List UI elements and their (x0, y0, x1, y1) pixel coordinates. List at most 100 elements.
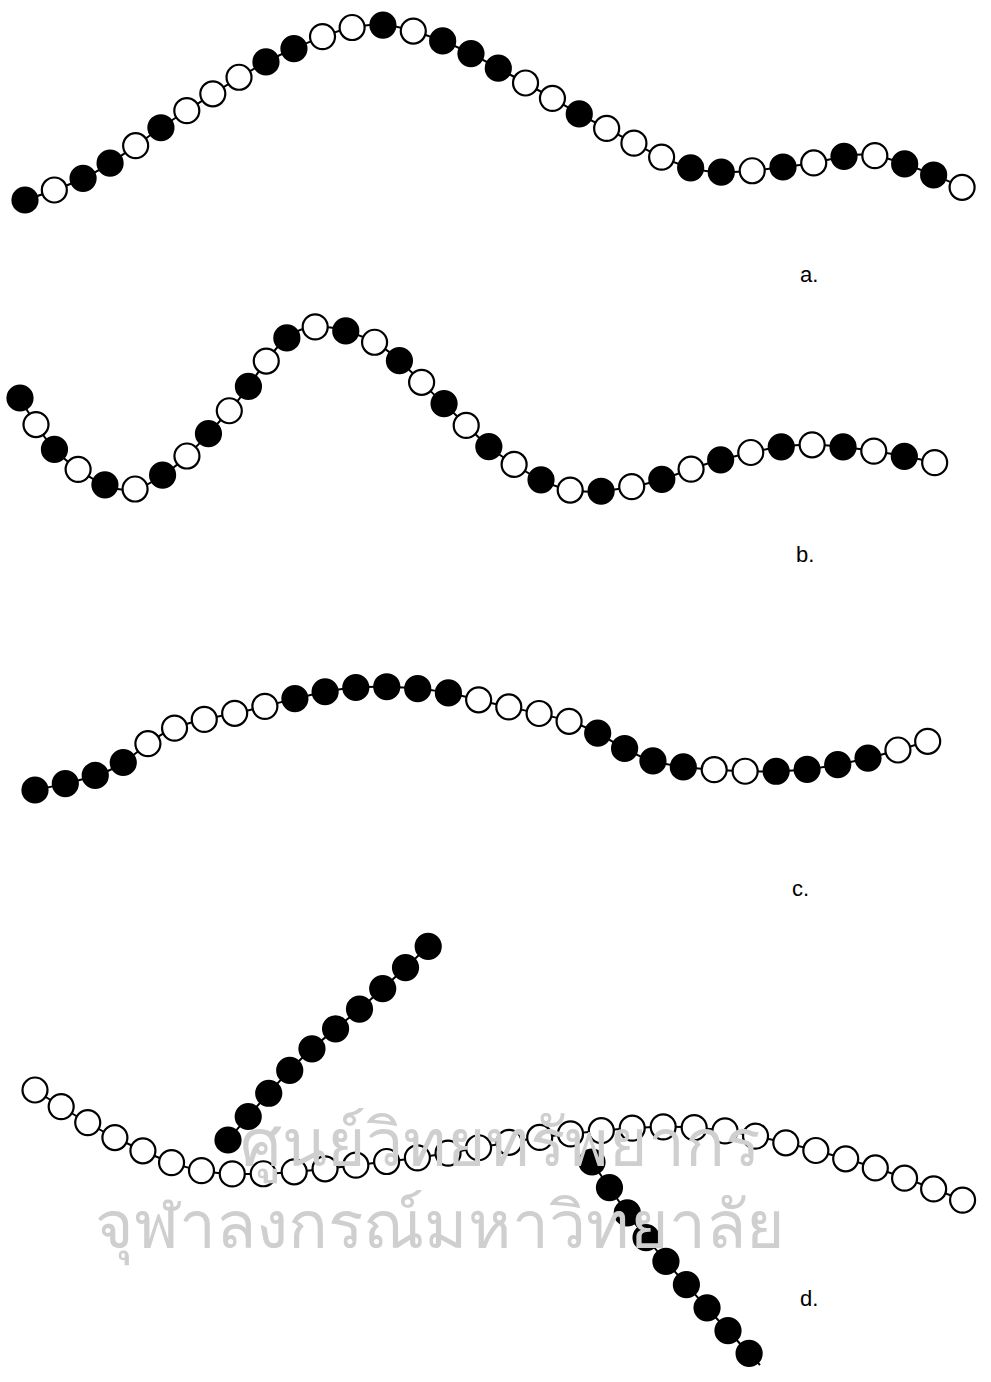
black-monomer (343, 675, 368, 700)
white-monomer (23, 1078, 48, 1103)
white-monomer (217, 398, 242, 423)
white-monomer (42, 177, 67, 202)
white-monomer (174, 444, 199, 469)
black-monomer (486, 56, 511, 81)
black-monomer (236, 374, 261, 399)
white-monomer (800, 432, 825, 457)
panel-label: b. (796, 542, 814, 568)
random-copolymer-chain (13, 13, 975, 213)
black-monomer (795, 757, 820, 782)
black-monomer (347, 997, 372, 1022)
black-monomer (585, 721, 610, 746)
white-monomer (123, 477, 148, 502)
black-monomer (405, 676, 430, 701)
white-monomer (738, 440, 763, 465)
white-monomer (200, 81, 225, 106)
black-monomer (216, 1128, 241, 1153)
white-monomer (49, 1094, 74, 1119)
black-monomer (393, 955, 418, 980)
black-monomer (13, 188, 38, 213)
black-monomer (253, 49, 278, 74)
white-monomer (252, 694, 277, 719)
black-monomer (313, 679, 338, 704)
white-monomer (619, 474, 644, 499)
white-monomer (649, 145, 674, 170)
black-monomer (23, 778, 48, 803)
white-monomer (733, 759, 758, 784)
white-monomer (340, 15, 365, 40)
black-monomer (8, 386, 33, 411)
black-monomer (256, 1081, 281, 1106)
white-monomer (679, 457, 704, 482)
black-monomer (148, 115, 173, 140)
white-monomer (409, 370, 434, 395)
black-monomer (892, 151, 917, 176)
white-monomer (922, 450, 947, 475)
white-monomer (513, 70, 538, 95)
white-monomer (75, 1110, 100, 1135)
black-monomer (567, 101, 592, 126)
black-monomer (370, 976, 395, 1001)
black-monomer (589, 479, 614, 504)
black-monomer (708, 447, 733, 472)
white-monomer (773, 1130, 798, 1155)
black-monomer (770, 154, 795, 179)
white-monomer (863, 1155, 888, 1180)
black-monomer (299, 1036, 324, 1061)
black-monomer (281, 36, 306, 61)
white-monomer (310, 24, 335, 49)
black-monomer (277, 1058, 302, 1083)
white-monomer (362, 330, 387, 355)
chain-backbone (35, 687, 932, 790)
white-monomer (189, 1158, 214, 1183)
black-monomer (374, 674, 399, 699)
black-monomer (671, 754, 696, 779)
white-monomer (192, 707, 217, 732)
black-monomer (695, 1295, 720, 1320)
white-monomer (950, 1188, 975, 1213)
white-monomer (159, 1150, 184, 1175)
black-monomer (98, 151, 123, 176)
white-monomer (135, 731, 160, 756)
panel-label: a. (800, 262, 818, 288)
white-monomer (540, 86, 565, 111)
black-monomer (458, 41, 483, 66)
black-monomer (432, 391, 457, 416)
white-monomer (496, 694, 521, 719)
white-monomer (130, 1138, 155, 1163)
black-monomer (612, 736, 637, 761)
black-monomer (92, 472, 117, 497)
white-monomer (801, 150, 826, 175)
watermark: ศูนย์วิทยทรัพยากร (240, 1090, 760, 1195)
white-monomer (466, 687, 491, 712)
white-monomer (174, 98, 199, 123)
black-monomer (430, 28, 455, 53)
white-monomer (527, 701, 552, 726)
white-monomer (861, 439, 886, 464)
white-monomer (558, 478, 583, 503)
panel-label: d. (800, 1286, 818, 1312)
white-monomer (594, 116, 619, 141)
black-monomer (764, 759, 789, 784)
black-monomer (674, 1272, 699, 1297)
black-monomer (831, 144, 856, 169)
black-monomer (53, 771, 78, 796)
black-monomer (476, 434, 501, 459)
white-monomer (915, 729, 940, 754)
white-monomer (102, 1125, 127, 1150)
chain-backbone (25, 25, 968, 200)
white-monomer (502, 452, 527, 477)
white-monomer (557, 709, 582, 734)
black-monomer (678, 155, 703, 180)
white-monomer (892, 1166, 917, 1191)
black-monomer (196, 421, 221, 446)
black-monomer (387, 348, 412, 373)
black-monomer (831, 434, 856, 459)
white-monomer (227, 65, 252, 90)
black-monomer (111, 750, 136, 775)
white-monomer (885, 738, 910, 763)
white-monomer (950, 175, 975, 200)
white-monomer (222, 701, 247, 726)
black-monomer (737, 1341, 762, 1366)
